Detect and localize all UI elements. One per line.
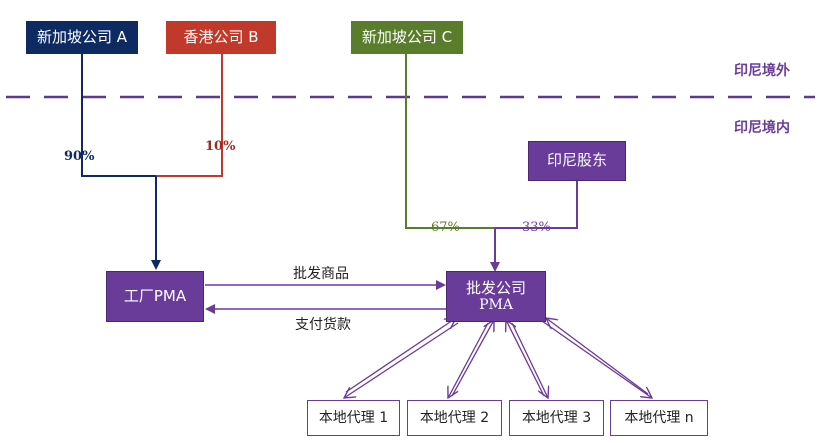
agent-arrows [344, 318, 652, 398]
line-a-to-junction [81, 54, 156, 177]
singapore-company-a-box: 新加坡公司 A [26, 21, 138, 54]
hongkong-company-b-box: 香港公司 B [166, 21, 276, 54]
line-b-to-junction [156, 54, 223, 177]
local-agent-1-box: 本地代理 1 [307, 400, 400, 436]
indonesian-shareholder-box: 印尼股东 [528, 141, 626, 181]
goods-flow-label: 批发商品 [293, 266, 349, 282]
line-c-to-junction [405, 54, 495, 229]
payment-flow-label: 支付货款 [295, 317, 351, 333]
local-agent-n-box: 本地代理 n [610, 400, 708, 436]
pct-a-label: 90% [64, 149, 95, 164]
wholesale-line1: 批发公司 [465, 278, 526, 297]
region-inside-label: 印尼境内 [734, 120, 790, 136]
pct-c-label: 67% [431, 220, 460, 235]
pct-b-label: 10% [205, 139, 236, 154]
region-outside-label: 印尼境外 [734, 63, 790, 79]
singapore-company-c-box: 新加坡公司 C [351, 21, 463, 54]
local-agent-2-box: 本地代理 2 [407, 400, 502, 436]
pct-shareholder-label: 33% [522, 220, 551, 235]
local-agent-3-box: 本地代理 3 [509, 400, 604, 436]
factory-pma-box: 工厂PMA [106, 271, 204, 322]
wholesale-pma-box: 批发公司 PMA [446, 271, 546, 322]
line-shareholder-to-junction [495, 181, 578, 229]
wholesale-line2: PMA [479, 297, 513, 314]
